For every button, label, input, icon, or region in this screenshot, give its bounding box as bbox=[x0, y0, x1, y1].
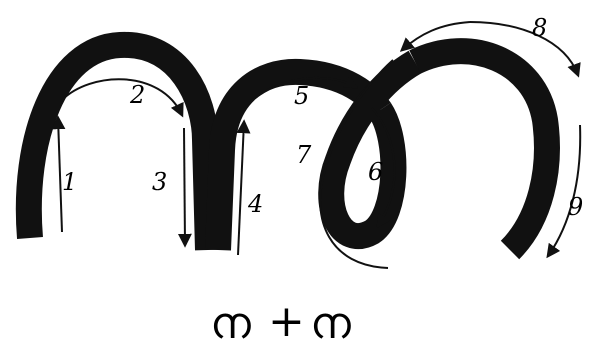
arrow-2 bbox=[62, 79, 182, 115]
step-label-4: 4 bbox=[247, 190, 263, 218]
step-label-3: 3 bbox=[152, 168, 167, 196]
step-label-8: 8 bbox=[532, 14, 547, 42]
step-label-6: 6 bbox=[368, 158, 383, 186]
formula-part-right: ന bbox=[310, 298, 351, 349]
step-label-5: 5 bbox=[294, 82, 309, 110]
step-label-7: 7 bbox=[296, 141, 312, 169]
arrow-4 bbox=[238, 122, 244, 255]
step-label-2: 2 bbox=[129, 81, 145, 109]
formula: ന + ന bbox=[210, 296, 351, 349]
glyph-third-arch bbox=[415, 51, 547, 250]
formula-part-left: ന bbox=[210, 298, 251, 349]
step-label-9: 9 bbox=[568, 193, 583, 221]
formula-plus: + bbox=[268, 296, 305, 347]
arrow-3 bbox=[184, 128, 185, 245]
glyph-first-arch bbox=[29, 45, 208, 250]
glyph-strokes bbox=[29, 45, 547, 250]
step-label-1: 1 bbox=[62, 168, 77, 196]
